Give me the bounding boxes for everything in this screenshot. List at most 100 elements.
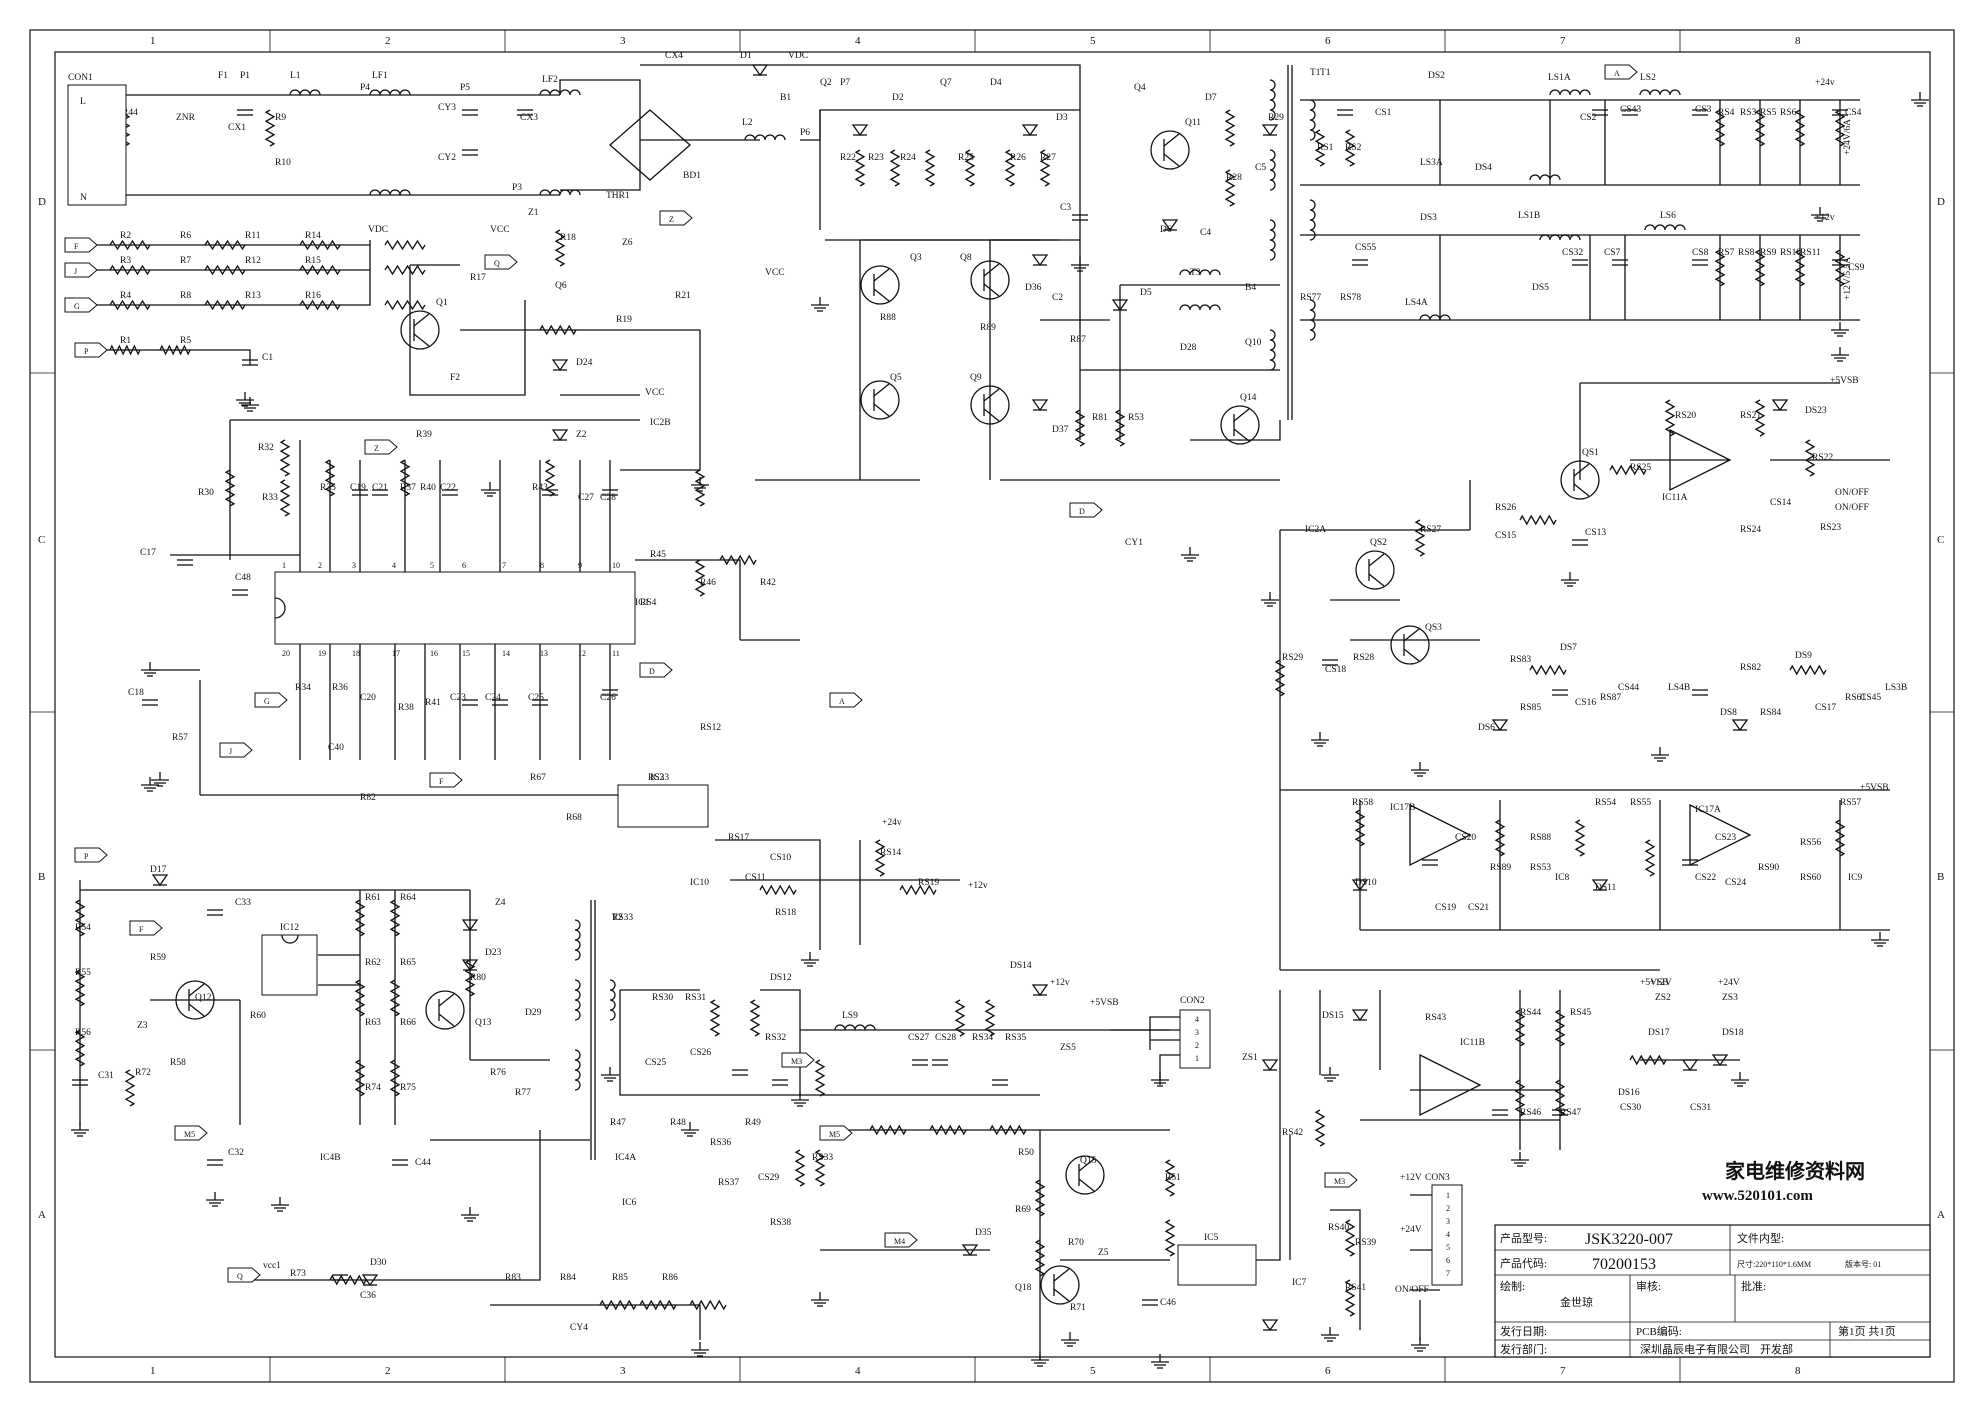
- ground-symbol-3: [811, 297, 829, 312]
- transistor-6: [1220, 405, 1260, 445]
- resistor-v-50: [124, 1069, 136, 1107]
- ref-rs36: RS36: [710, 1138, 731, 1148]
- ref-rs43: RS43: [1425, 1013, 1446, 1023]
- ref-rs6: RS6: [1780, 108, 1797, 118]
- t1-winding-0: [1269, 79, 1276, 121]
- net-flag-z-6: Z: [364, 439, 398, 455]
- power-label-plus5vsb-9: +5VSB: [1640, 978, 1669, 988]
- ref-l1: L1: [290, 71, 301, 81]
- net-flag-q-1-text: Q: [494, 259, 500, 268]
- capacitor-45: [1492, 1109, 1508, 1116]
- ref-ls1b: LS1B: [1518, 211, 1540, 221]
- ref-c27: C27: [578, 493, 594, 503]
- ref-q11: Q11: [1185, 118, 1201, 128]
- ref-cx3: CX3: [520, 113, 538, 123]
- ref-ls4a: LS4A: [1405, 298, 1428, 308]
- ref-q4: Q4: [1134, 83, 1146, 93]
- ref-b4: B4: [1245, 283, 1256, 293]
- ic1-pin-bottom-19: 19: [318, 649, 326, 658]
- t1-winding-5: [1309, 199, 1316, 241]
- ref-r33: R33: [262, 493, 278, 503]
- ref-rs46: RS46: [1520, 1108, 1541, 1118]
- t1-winding-1: [1269, 149, 1276, 191]
- ref-c26: C26: [600, 693, 616, 703]
- capacitor-31: [1692, 689, 1708, 696]
- ref-p3: P3: [512, 183, 522, 193]
- capacitor-35: [72, 1079, 88, 1086]
- grid-col-bottom-5: 5: [1090, 1365, 1096, 1377]
- ref-p6: P6: [800, 128, 810, 138]
- ref-rs33: RS33: [812, 1153, 833, 1163]
- ref-c28: C28: [600, 493, 616, 503]
- ref-qs3: QS3: [1425, 623, 1442, 633]
- ref-r71: R71: [1070, 1303, 1086, 1313]
- ref-z3: Z3: [137, 1021, 148, 1031]
- ref-r62: R62: [365, 958, 381, 968]
- inductor-8: [1529, 174, 1561, 181]
- ic1-pin-bottom-18: 18: [352, 649, 360, 658]
- ref-rs56: RS56: [1800, 838, 1821, 848]
- ref-ls3b: LS3B: [1885, 683, 1907, 693]
- ref-cs32: CS32: [1562, 248, 1583, 258]
- ref-ic7: IC7: [1292, 1278, 1307, 1288]
- grid-col-bottom-7: 7: [1560, 1365, 1566, 1377]
- ref-rs61: RS61: [1845, 693, 1866, 703]
- power-label-vdc-0: VDC: [788, 51, 808, 61]
- wire-118: [1256, 990, 1281, 1261]
- tb-drawn-by: 金世琼: [1560, 1295, 1593, 1309]
- power-label-plus5vsb-8: +5VSB: [1860, 783, 1889, 793]
- ref-rs5: RS5: [1760, 108, 1777, 118]
- ref-ic6: IC6: [622, 1198, 637, 1208]
- ref-rs39: RS39: [1355, 1238, 1376, 1248]
- ref-cs20: CS20: [1455, 833, 1476, 843]
- resistor-v-5: [224, 469, 236, 507]
- out-24v-label: +24V/6A: [1843, 119, 1853, 155]
- ref-cs4: CS4: [1845, 108, 1862, 118]
- ref-c31: C31: [98, 1071, 114, 1081]
- ref-cs25: CS25: [645, 1058, 666, 1068]
- resistor-h-0: [599, 1299, 637, 1311]
- capacitor-2: [462, 149, 478, 156]
- resistor-v-3: [279, 439, 291, 477]
- ref-rs25: RS25: [1630, 463, 1651, 473]
- resistor-v-67: [1344, 1279, 1356, 1317]
- ref-d5: D5: [1140, 288, 1152, 298]
- ref-cs21: CS21: [1468, 903, 1489, 913]
- con2-pin-3: 3: [1195, 1028, 1199, 1037]
- t1-winding-6: [1309, 299, 1316, 341]
- resistor-h-11: [719, 554, 757, 566]
- resistor-v-70: [814, 1149, 826, 1187]
- ref-f2: F2: [450, 373, 460, 383]
- ref-ic2a: IC2A: [1305, 525, 1326, 535]
- t2-winding-1: [574, 979, 581, 1021]
- ic1-pin-bottom-14: 14: [502, 649, 510, 658]
- grid-col-top-3: 3: [620, 35, 626, 47]
- net-flag-f-7: F: [429, 772, 463, 788]
- ref-ls4b: LS4B: [1668, 683, 1690, 693]
- transistor-11: [1040, 1265, 1080, 1305]
- transistor-9: [1390, 625, 1430, 665]
- ground-symbol-33: [141, 777, 159, 792]
- ref-rs45: RS45: [1570, 1008, 1591, 1018]
- grid-col-top-1: 1: [150, 35, 156, 47]
- watermark-url: www.520101.com: [1702, 1188, 1813, 1204]
- net-flag-d-10-text: D: [649, 667, 655, 676]
- ref-q13: Q13: [475, 1018, 492, 1028]
- net-flag-j-4: J: [64, 262, 98, 278]
- net-flag-q-17-text: Q: [237, 1272, 243, 1281]
- ref-r64: R64: [400, 893, 416, 903]
- ground-symbol-2: [481, 482, 499, 497]
- t1-winding-2: [1269, 219, 1276, 261]
- ref-rs31: RS31: [685, 993, 706, 1003]
- ref-rs85: RS85: [1520, 703, 1541, 713]
- capacitor-21: [1692, 109, 1708, 116]
- resistor-v-21: [1314, 129, 1326, 167]
- diode-0: [751, 64, 769, 77]
- ref-cs31: CS31: [1690, 1103, 1711, 1113]
- resistor-v-18: [1114, 409, 1126, 447]
- ref-cx1: CX1: [228, 123, 246, 133]
- ref-c20: C20: [360, 693, 376, 703]
- resistor-v-40: [1834, 819, 1846, 857]
